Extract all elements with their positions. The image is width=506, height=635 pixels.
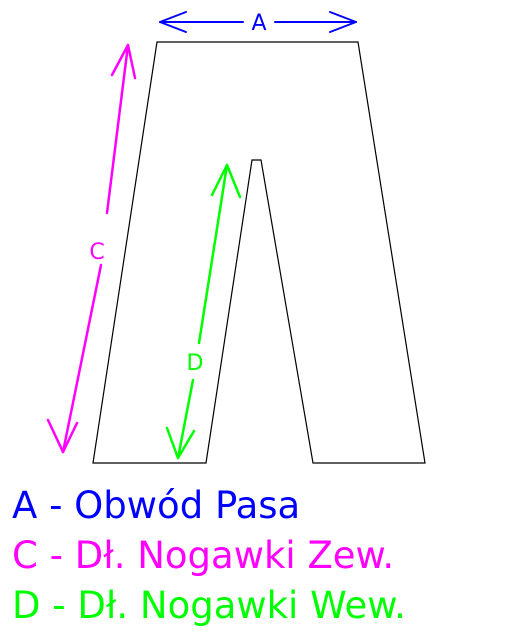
trousers-diagram: A C D — [46, 11, 426, 464]
legend-outer-leg-length: C - Dł. Nogawki Zew. — [12, 534, 395, 577]
dimension-a-label: A — [251, 11, 266, 36]
dimension-a-arrow — [159, 11, 357, 33]
dimension-d-arrow — [165, 163, 242, 460]
dimension-d-label: D — [187, 351, 204, 376]
dimension-c-arrow — [46, 43, 137, 454]
legend-waist-circumference: A - Obwód Pasa — [12, 484, 301, 527]
trousers-outline — [92, 41, 426, 464]
legend-inner-leg-length: D - Dł. Nogawki Wew. — [12, 584, 406, 627]
dimension-c-label: C — [89, 240, 104, 265]
